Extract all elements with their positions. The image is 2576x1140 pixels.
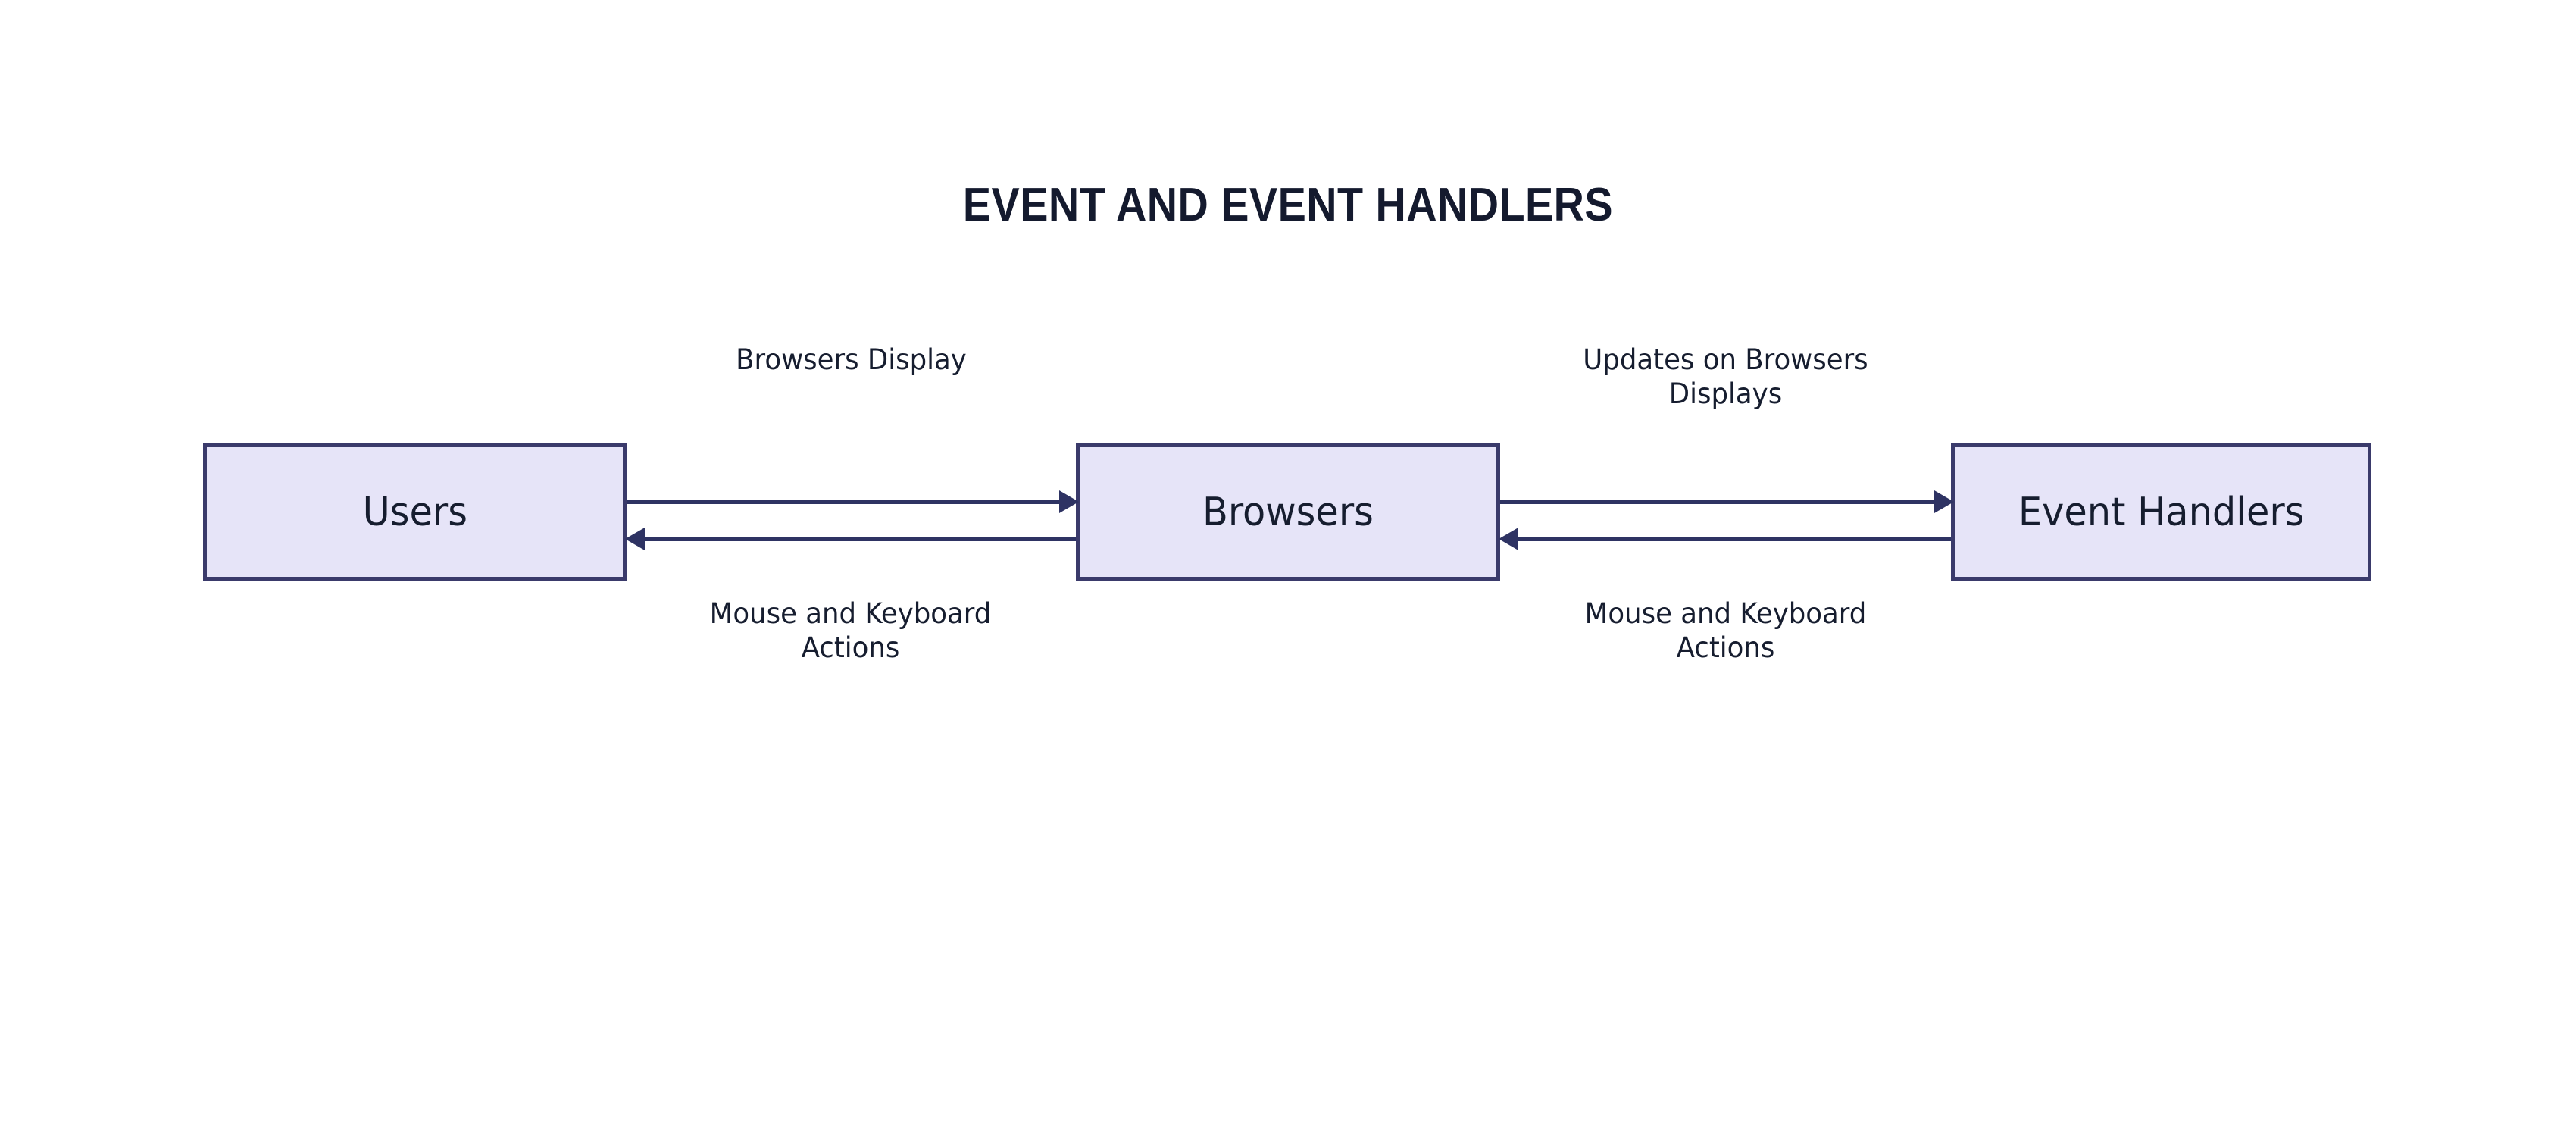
node-users-label: Users — [362, 489, 467, 535]
node-users[interactable]: Users — [203, 443, 627, 581]
edge-group-users-browsers — [625, 443, 1079, 581]
arrowhead-right-top-2 — [1934, 490, 1954, 513]
node-browsers-label: Browsers — [1202, 489, 1374, 535]
node-event-handlers[interactable]: Event Handlers — [1951, 443, 2371, 581]
edges-browsers-handlers-svg — [1499, 490, 1954, 550]
arrowhead-left-bottom — [625, 528, 645, 550]
arrow-browsers-to-handlers — [1500, 490, 1954, 513]
edge-label-updates-on-browsers-displays: Updates on Browsers Displays — [1583, 343, 1868, 411]
edges-users-browsers-svg — [625, 490, 1079, 550]
arrow-browsers-to-users — [625, 528, 1076, 550]
node-browsers[interactable]: Browsers — [1076, 443, 1500, 581]
arrowhead-left-bottom-2 — [1499, 528, 1518, 550]
edge-label-mouse-keyboard-actions-left: Mouse and Keyboard Actions — [709, 597, 992, 665]
edge-group-browsers-handlers — [1499, 443, 1954, 581]
edge-label-browsers-display: Browsers Display — [736, 343, 967, 376]
edge-label-mouse-keyboard-actions-right: Mouse and Keyboard Actions — [1584, 597, 1867, 665]
arrow-handlers-to-browsers — [1499, 528, 1951, 550]
arrowhead-right-top — [1059, 490, 1079, 513]
node-event-handlers-label: Event Handlers — [2018, 489, 2305, 535]
arrow-users-to-browsers — [627, 490, 1079, 513]
page-title: EVENT AND EVENT HANDLERS — [962, 179, 1614, 231]
